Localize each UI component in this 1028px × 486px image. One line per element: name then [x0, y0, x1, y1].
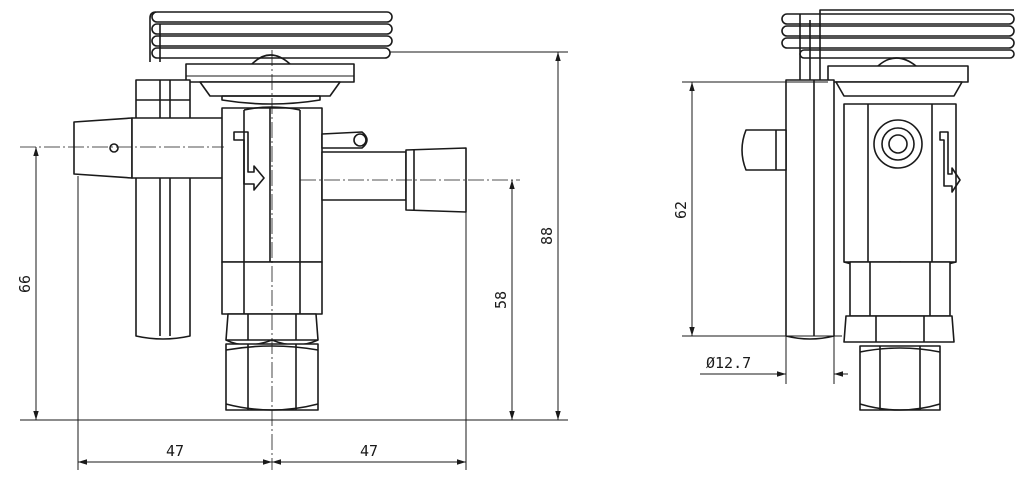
dimension-62-label: 62 — [672, 201, 690, 219]
dimension-47-right: 47 — [272, 442, 466, 465]
side-lower-stem — [849, 261, 951, 317]
dimension-66: 66 — [16, 147, 39, 420]
inlet-fitting — [73, 117, 225, 179]
dimension-47-right-label: 47 — [360, 442, 378, 460]
capillary-coil — [149, 11, 393, 62]
dimension-47-left: 47 — [78, 442, 272, 465]
dimension-diameter-12-7: Ø12.7 — [700, 354, 848, 377]
side-bulb-plate — [785, 79, 835, 340]
side-view: 62 Ø12.7 — [672, 9, 1015, 411]
dimension-88: 88 — [538, 52, 561, 420]
side-bottom-connector — [859, 345, 941, 411]
dimension-62: 62 — [672, 82, 695, 336]
side-hex-nut — [843, 315, 955, 343]
outlet-pipe — [321, 131, 467, 213]
dimension-58: 58 — [492, 180, 515, 420]
side-flow-direction-arrow-icon — [939, 131, 961, 193]
dimension-47-left-label: 47 — [166, 442, 184, 460]
dimension-66-label: 66 — [16, 275, 34, 293]
dimension-diameter-label: Ø12.7 — [706, 354, 751, 372]
side-diaphragm-head — [827, 57, 969, 97]
diaphragm-head — [185, 54, 355, 105]
front-view: 66 58 88 47 47 — [16, 11, 568, 470]
side-inlet-stub — [741, 129, 787, 171]
side-capillary-coil — [781, 9, 1015, 80]
side-valve-body — [843, 103, 957, 267]
dimension-88-label: 88 — [538, 227, 556, 245]
dimension-58-label: 58 — [492, 291, 510, 309]
flow-direction-arrow-icon — [233, 131, 265, 191]
